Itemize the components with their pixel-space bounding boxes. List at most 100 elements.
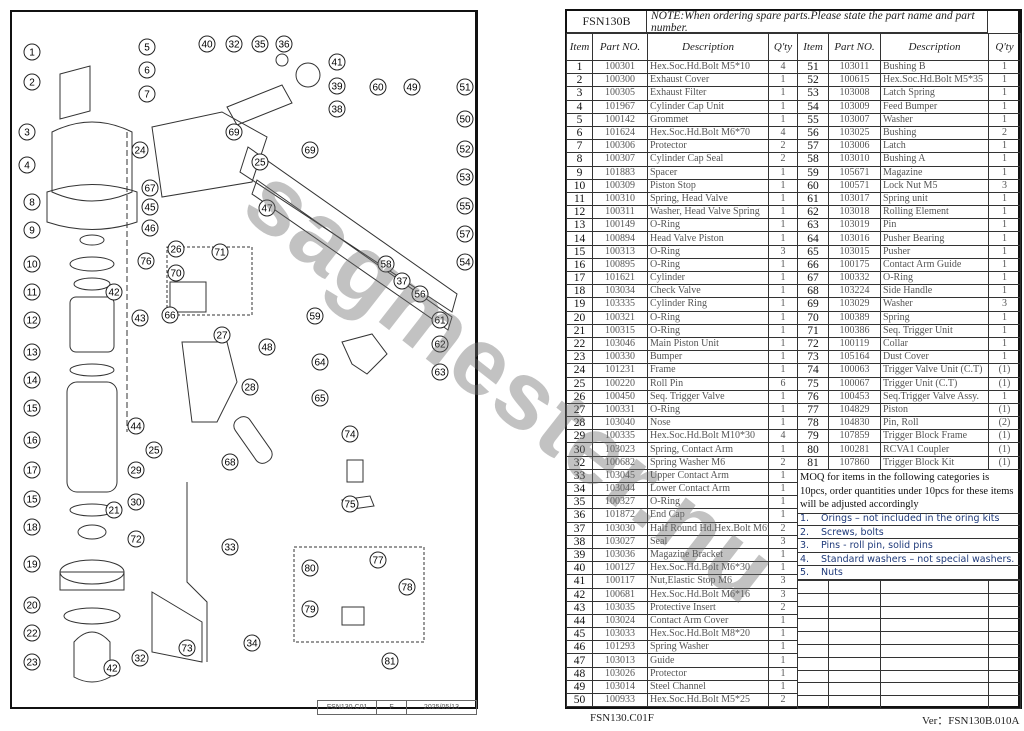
cell-qty: 1 [988, 139, 1021, 154]
cell-item: 47 [566, 653, 593, 668]
cylinder-cap-seal-shape [46, 184, 138, 230]
callout-81: 81 [381, 652, 399, 670]
cell-qty: 2 [768, 139, 798, 154]
cell-desc: End Cap [647, 508, 769, 523]
callout-55: 55 [456, 197, 474, 215]
cell-part: 100067 [828, 376, 881, 391]
cell-item: 36 [566, 508, 593, 523]
cell-desc: RCVA1 Coupler [880, 442, 989, 457]
callout-number: 36 [278, 40, 290, 51]
cell-qty: (1) [988, 429, 1021, 444]
cell-qty: (1) [988, 442, 1021, 457]
cell-part: 100615 [828, 73, 881, 88]
callout-circle [341, 495, 359, 513]
cell-part: 100301 [592, 59, 648, 75]
cell-qty: 1 [988, 336, 1021, 352]
cell-qty: 1 [768, 363, 798, 378]
callout-15: 15 [23, 399, 41, 417]
callout-circle [221, 453, 239, 471]
cell-part: 103009 [828, 99, 881, 114]
cell-qty: 1 [768, 310, 798, 325]
cell-item: 51 [797, 59, 829, 75]
callout-circle [23, 221, 41, 239]
cell-item: 42 [566, 587, 593, 602]
cell-qty: 1 [768, 627, 798, 642]
empty-cell [797, 631, 829, 645]
cell-qty: 1 [768, 284, 798, 299]
callout-circle [328, 53, 346, 71]
empty-cell [797, 656, 829, 671]
callout-circle [221, 538, 239, 556]
cell-desc: Hex.Soc.Hd.Bolt M6*30 [647, 561, 769, 576]
cell-desc: Hex.Soc.Hd.Bolt M5*25 [647, 692, 769, 708]
bumper-shape [73, 631, 111, 683]
callout-circle [456, 197, 474, 215]
cell-qty: 6 [768, 376, 798, 391]
callout-74: 74 [341, 425, 359, 443]
empty-cell [797, 682, 829, 697]
cell-item: 66 [797, 257, 829, 273]
cell-desc: Pusher [880, 244, 989, 259]
callout-circle [456, 110, 474, 128]
cell-desc: Contact Arm Cover [647, 613, 769, 629]
cell-part: 103008 [828, 86, 881, 101]
cell-item: 43 [566, 600, 593, 615]
cell-qty: 1 [988, 389, 1021, 404]
callout-circle [456, 140, 474, 158]
cell-desc: Seal [647, 534, 769, 549]
callout-number: 32 [134, 654, 146, 665]
drawing-date: 2025/05/13 [423, 704, 459, 711]
moq-item-text: Nuts [821, 567, 843, 579]
moq-item: 3.Pins - roll pin, solid pins [797, 539, 1020, 553]
header-description: Description [880, 33, 989, 61]
cell-desc: Pin [880, 218, 989, 233]
cell-part: 100386 [828, 323, 881, 338]
cell-qty: 1 [768, 350, 798, 365]
callout-circle [311, 353, 329, 371]
callout-number: 18 [26, 523, 38, 534]
callout-8: 8 [23, 193, 41, 211]
callout-circle [18, 123, 36, 141]
callout-circle [328, 77, 346, 95]
cell-desc: Seq. Trigger Valve [647, 389, 769, 404]
empty-cell [797, 643, 829, 658]
callout-number: 42 [108, 288, 120, 299]
callout-number: 7 [144, 90, 150, 101]
cell-desc: Spring Washer M6 [647, 455, 769, 470]
cell-desc: Spring, Contact Arm [647, 442, 769, 457]
callout-34: 34 [243, 634, 261, 652]
cell-qty: 1 [768, 86, 798, 101]
cell-qty: 3 [768, 534, 798, 549]
callout-25: 25 [251, 153, 269, 171]
cell-item: 62 [797, 205, 829, 220]
empty-row [797, 618, 1021, 633]
cell-part: 103027 [592, 534, 648, 549]
cell-item: 6 [566, 125, 593, 141]
callout-number: 75 [344, 500, 356, 511]
cell-part: 103014 [592, 679, 648, 695]
cell-item: 64 [797, 231, 829, 246]
callout-circle [23, 431, 41, 449]
cell-desc: Trigger Block Frame [880, 429, 989, 444]
callout-number: 12 [26, 316, 38, 327]
callout-number: 35 [254, 40, 266, 51]
cell-item: 55 [797, 112, 829, 127]
callout-19: 19 [23, 555, 41, 573]
cell-desc: Piston [880, 402, 989, 418]
cell-desc: O-Ring [647, 310, 769, 325]
callout-38: 38 [328, 100, 346, 118]
